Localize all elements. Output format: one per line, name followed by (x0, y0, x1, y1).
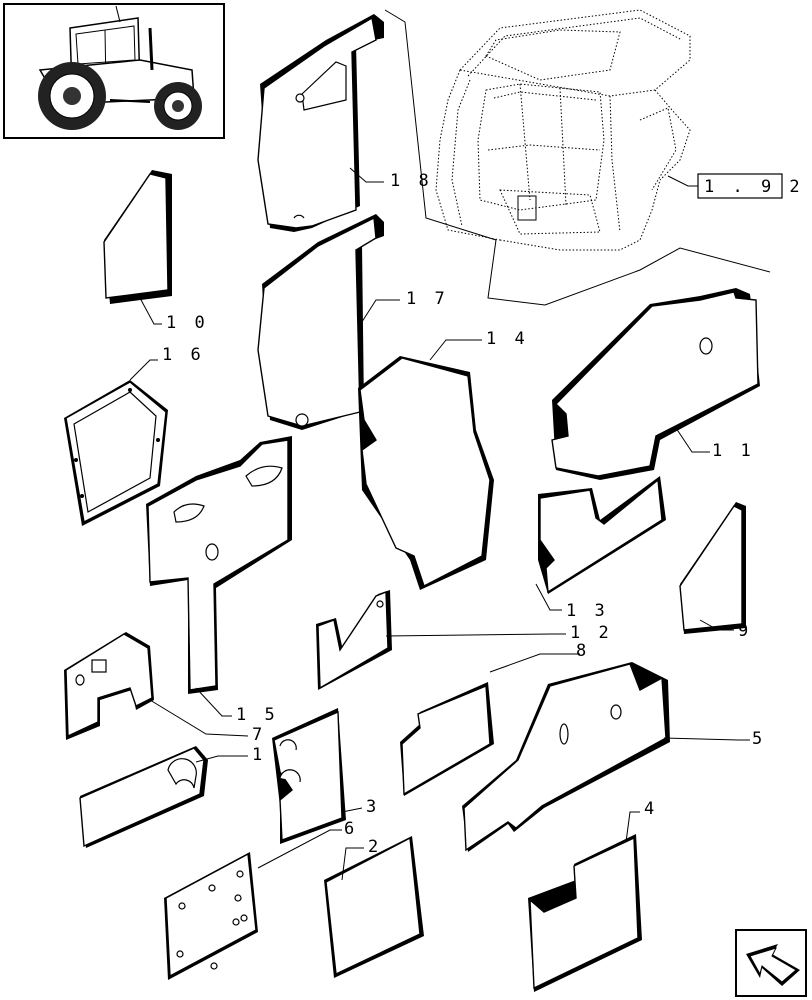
part-12-panel (316, 590, 392, 690)
callout-11: 1 1 (712, 441, 755, 461)
cab-frame-illustration (384, 9, 771, 306)
part-8-panel (400, 682, 494, 796)
part-14-panel (358, 356, 494, 590)
callout-16: 1 6 (162, 345, 205, 365)
callout-3: 3 (366, 797, 380, 817)
callout-15: 1 5 (236, 705, 279, 725)
reference-label: 1 . 9 2 . 9 (704, 177, 812, 197)
callout-6: 6 (344, 819, 358, 839)
callout-14: 1 4 (486, 329, 529, 349)
callout-9: 9 (738, 621, 752, 641)
part-10-panel (103, 170, 172, 304)
part-5-panel (462, 662, 670, 852)
part-16-gasket (64, 380, 168, 526)
part-15-panel (146, 436, 292, 694)
reference-callout: 1 . 9 2 . 9 (667, 173, 812, 199)
part-1-panel (79, 746, 208, 848)
part-17-panel (257, 214, 384, 430)
callout-12: 1 2 (570, 623, 613, 643)
callout-2: 2 (368, 837, 382, 857)
callout-5: 5 (752, 729, 766, 749)
part-2-panel (324, 836, 424, 978)
callout-17: 1 7 (406, 289, 449, 309)
callout-8: 8 (576, 641, 590, 661)
part-7-panel (64, 632, 154, 740)
next-page-arrow-icon[interactable] (735, 929, 807, 997)
callout-10: 1 0 (166, 313, 209, 333)
part-13-panel (538, 476, 666, 594)
callout-4: 4 (644, 799, 658, 819)
part-11-panel (551, 288, 760, 480)
part-3-panel (272, 708, 346, 844)
part-6-panel (164, 852, 258, 980)
callout-1: 1 (252, 745, 266, 765)
part-9-panel (679, 502, 746, 634)
part-4-panel (528, 834, 642, 992)
leader-lines (129, 167, 750, 881)
part-18-panel (257, 14, 384, 232)
callout-7: 7 (252, 725, 266, 745)
tractor-thumbnail-icon (3, 3, 225, 139)
callout-18: 1 8 (390, 171, 433, 191)
callout-13: 1 3 (566, 601, 609, 621)
